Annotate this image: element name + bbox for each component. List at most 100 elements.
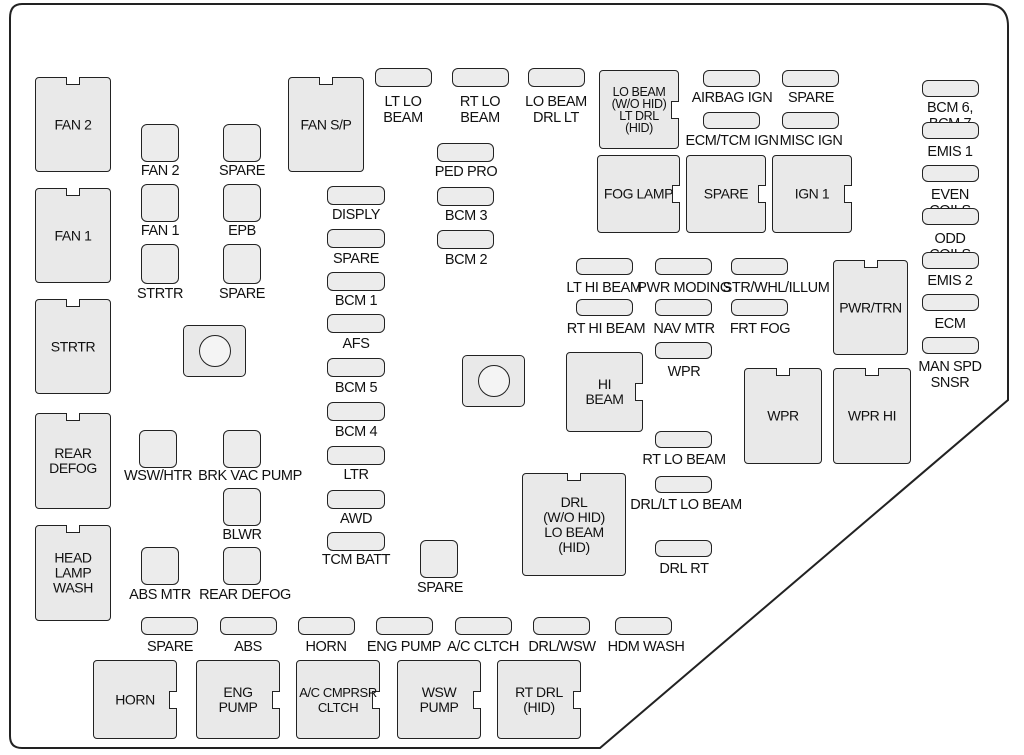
bcm5-fuse-label: BCM 5 xyxy=(334,380,378,396)
drl-rt-fuse xyxy=(655,540,712,557)
blwr-fuse-label: BLWR xyxy=(222,527,262,543)
spare-fuse-e xyxy=(782,70,839,87)
fan2-relay: FAN 2 xyxy=(35,77,111,172)
disply-fuse xyxy=(327,186,385,205)
fan2-fuse xyxy=(141,124,179,162)
spare-fuse-b xyxy=(223,244,261,284)
rt-lo-beam-fuse xyxy=(655,431,712,448)
drl-wsw-fuse xyxy=(533,617,590,635)
spare-fuse-f xyxy=(141,617,198,635)
ped-pro-fuse xyxy=(437,143,494,162)
fan1-relay-label: FAN 1 xyxy=(54,227,92,243)
airbag-ign-fuse-label: AIRBAG IGN xyxy=(691,90,773,106)
lt-lo-beam-fuse-label: LT LO BEAM xyxy=(383,94,423,126)
spare-fuse-b-label: SPARE xyxy=(218,286,266,302)
rt-drl-relay-label: RT DRL (HID) xyxy=(515,683,563,715)
ecm-tcm-ign-fuse xyxy=(703,112,760,129)
ac-cmprsr-cltch-relay: A/C CMPRSR CLTCH xyxy=(296,660,380,739)
drl-relay: DRL (W/O HID) LO BEAM (HID) xyxy=(522,473,626,576)
spare-fuse-c xyxy=(327,229,385,248)
lo-beam-drl-lt-fuse xyxy=(528,68,585,87)
ac-cltch-fuse xyxy=(455,617,512,635)
wpr-relay: WPR xyxy=(744,368,822,464)
ecm-fuse xyxy=(922,294,979,311)
man-spd-snsr-fuse-label: MAN SPD SNSR xyxy=(918,359,982,391)
fan1-fuse xyxy=(141,184,179,222)
ign1-relay-label: IGN 1 xyxy=(794,185,830,202)
ign1-relay: IGN 1 xyxy=(772,155,852,233)
strtr-fuse-label: STRTR xyxy=(136,286,184,302)
tcm-batt-fuse xyxy=(327,532,385,551)
afs-fuse xyxy=(327,314,385,333)
blwr-fuse xyxy=(223,488,261,526)
fan-sp-relay-label: FAN S/P xyxy=(300,116,352,132)
fog-lamp-relay: FOG LAMP xyxy=(597,155,680,233)
pwr-moding-fuse-label: PWR MODING xyxy=(637,280,731,296)
misc-ign-fuse-label: MISC IGN xyxy=(779,133,843,149)
nav-mtr-fuse xyxy=(655,299,712,316)
bcm2-fuse xyxy=(437,230,494,249)
rt-drl-relay: RT DRL (HID) xyxy=(497,660,581,739)
head-lamp-wash-relay-label: HEAD LAMP WASH xyxy=(53,549,93,596)
frt-fog-fuse-label: FRT FOG xyxy=(729,321,791,337)
ecm-fuse-label: ECM xyxy=(934,316,966,332)
strtr-fuse xyxy=(141,244,179,284)
fan2-fuse-label: FAN 2 xyxy=(140,163,180,179)
ltr-fuse-label: LTR xyxy=(343,467,369,483)
tcm-batt-fuse-label: TCM BATT xyxy=(321,552,391,568)
drl-lt-lo-beam-fuse xyxy=(655,476,712,493)
bcm3-fuse xyxy=(437,187,494,206)
lo-beam-relay: LO BEAM (W/O HID) LT DRL (HID) xyxy=(599,70,679,149)
rt-lo-beam-top-fuse-label: RT LO BEAM xyxy=(459,94,501,126)
mounting-bolt-left xyxy=(183,325,246,377)
spare-relay: SPARE xyxy=(686,155,766,233)
bcm4-fuse xyxy=(327,402,385,421)
epb-fuse-label: EPB xyxy=(228,223,256,239)
bcm3-fuse-label: BCM 3 xyxy=(444,208,488,224)
drl-wsw-fuse-label: DRL/WSW xyxy=(528,639,596,655)
bcm6-bcm7-fuse xyxy=(922,80,979,97)
rt-lo-beam-top-fuse xyxy=(452,68,509,87)
fan-sp-relay: FAN S/P xyxy=(288,77,364,172)
spare-fuse-e-label: SPARE xyxy=(787,90,835,106)
rt-hi-beam-fuse xyxy=(576,299,633,316)
abs-mtr-fuse-label: ABS MTR xyxy=(129,587,191,603)
str-whl-illum-fuse xyxy=(731,258,788,275)
wsw-pump-relay-label: WSW PUMP xyxy=(419,683,459,715)
horn-fuse xyxy=(298,617,355,635)
wsw-htr-fuse-label: WSW/HTR xyxy=(123,468,193,484)
ac-cltch-fuse-label: A/C CLTCH xyxy=(447,639,519,655)
strtr-relay: STRTR xyxy=(35,299,111,394)
pwr-moding-fuse xyxy=(655,258,712,275)
emis1-fuse xyxy=(922,122,979,139)
fan2-relay-label: FAN 2 xyxy=(54,116,92,132)
drl-lt-lo-beam-fuse-label: DRL/LT LO BEAM xyxy=(630,497,742,513)
wpr-fuse-label: WPR xyxy=(667,364,701,380)
drl-rt-fuse-label: DRL RT xyxy=(659,561,709,577)
misc-ign-fuse xyxy=(782,112,839,129)
frt-fog-fuse xyxy=(731,299,788,316)
spare-fuse-c-label: SPARE xyxy=(332,251,380,267)
horn-fuse-label: HORN xyxy=(305,639,347,655)
horn-relay: HORN xyxy=(93,660,177,739)
rear-defog-fuse xyxy=(223,547,261,585)
emis2-fuse xyxy=(922,252,979,269)
lt-lo-beam-fuse xyxy=(375,68,432,87)
lt-hi-beam-fuse xyxy=(576,258,633,275)
rear-defog-relay: REAR DEFOG xyxy=(35,413,111,509)
fan1-relay: FAN 1 xyxy=(35,188,111,283)
bcm2-fuse-label: BCM 2 xyxy=(444,252,488,268)
spare-fuse-d xyxy=(420,540,458,578)
mounting-bolt-center xyxy=(462,355,525,407)
bcm5-fuse xyxy=(327,358,385,377)
spare-relay-label: SPARE xyxy=(703,185,749,202)
eng-pump-relay: ENG PUMP xyxy=(196,660,280,739)
emis1-fuse-label: EMIS 1 xyxy=(927,144,973,160)
horn-relay-label: HORN xyxy=(115,691,155,707)
brk-vac-pump-fuse xyxy=(223,430,261,468)
pwr-trn-relay: PWR/TRN xyxy=(833,260,908,355)
ltr-fuse xyxy=(327,446,385,465)
wpr-hi-relay: WPR HI xyxy=(833,368,911,464)
